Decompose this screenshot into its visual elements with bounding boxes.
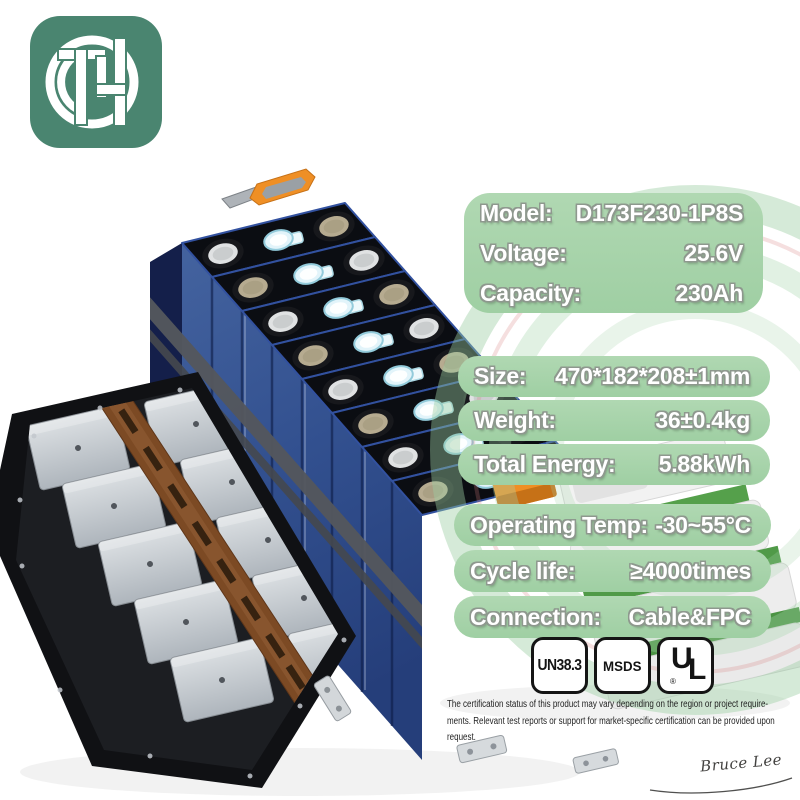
spec-block-physical: Size: 470*182*208±1mm Weight: 36±0.4kg T… <box>458 356 770 485</box>
spec-value: 25.6V <box>684 239 743 266</box>
spec-value: 36±0.4kg <box>655 407 750 433</box>
spec-row-operating-temp: Operating Temp: -30~55°C <box>454 504 771 546</box>
registered-mark-icon: ® <box>670 677 676 686</box>
spec-block-basic: Model: D173F230-1P8S Voltage: 25.6V Capa… <box>464 193 763 313</box>
spec-label: Connection: <box>470 603 601 630</box>
logo-monogram <box>45 35 139 129</box>
spec-row-voltage: Voltage: 25.6V <box>464 233 763 273</box>
disclaimer-line: The certification status of this product… <box>447 699 769 710</box>
spec-label: Size: <box>474 363 527 389</box>
designer-signature: Bruce Lee <box>640 750 800 796</box>
spec-label: Model: <box>480 199 553 226</box>
spec-label: Capacity: <box>480 279 581 306</box>
cert-badge-msds: MSDS <box>594 637 651 694</box>
spec-label: Total Energy: <box>474 451 616 477</box>
spec-row-energy: Total Energy: 5.88kWh <box>458 444 770 485</box>
spec-row-capacity: Capacity: 230Ah <box>464 273 763 313</box>
spec-row-model: Model: D173F230-1P8S <box>464 193 763 233</box>
spec-value: -30~55°C <box>655 511 751 538</box>
spec-value: 230Ah <box>675 279 743 306</box>
cert-badge-ul: U L ® <box>657 637 714 694</box>
spec-row-cycle-life: Cycle life: ≥4000times <box>454 550 771 592</box>
spec-row-size: Size: 470*182*208±1mm <box>458 356 770 397</box>
spec-label: Weight: <box>474 407 556 433</box>
lifting-handle <box>221 168 316 209</box>
spec-value: 5.88kWh <box>658 451 751 477</box>
certification-badges: UN38.3 MSDS U L ® <box>531 637 714 694</box>
spec-label: Cycle life: <box>470 557 576 584</box>
signature-name: Bruce Lee <box>699 750 783 776</box>
brand-logo <box>30 16 162 148</box>
tray-bolts <box>17 387 347 779</box>
cert-badge-un38-3: UN38.3 <box>531 637 588 694</box>
busbar-tray <box>0 372 356 788</box>
signature-flourish <box>649 777 793 794</box>
spec-row-connection: Connection: Cable&FPC <box>454 596 771 638</box>
cert-badge-label: MSDS <box>603 657 642 674</box>
spec-row-weight: Weight: 36±0.4kg <box>458 400 770 441</box>
disclaimer-line: ments. Relevant test reports or support … <box>447 715 775 727</box>
spec-value: 470*182*208±1mm <box>555 363 750 389</box>
certification-disclaimer: The certification status of this product… <box>447 697 799 747</box>
mounting-brackets <box>313 675 619 774</box>
spec-value: D173F230-1P8S <box>575 199 744 226</box>
cert-badge-label: L <box>688 653 707 686</box>
disclaimer-line: request. <box>447 732 476 743</box>
spec-value: ≥4000times <box>630 557 751 584</box>
spec-block-performance: Operating Temp: -30~55°C Cycle life: ≥40… <box>454 504 771 638</box>
spec-label: Voltage: <box>480 239 567 266</box>
battery-cells <box>181 202 586 516</box>
spec-value: Cable&FPC <box>628 603 751 630</box>
cert-badge-label: UN38.3 <box>537 656 582 674</box>
cert-badge-label: U <box>671 642 693 675</box>
spec-label: Operating Temp: <box>470 511 648 538</box>
